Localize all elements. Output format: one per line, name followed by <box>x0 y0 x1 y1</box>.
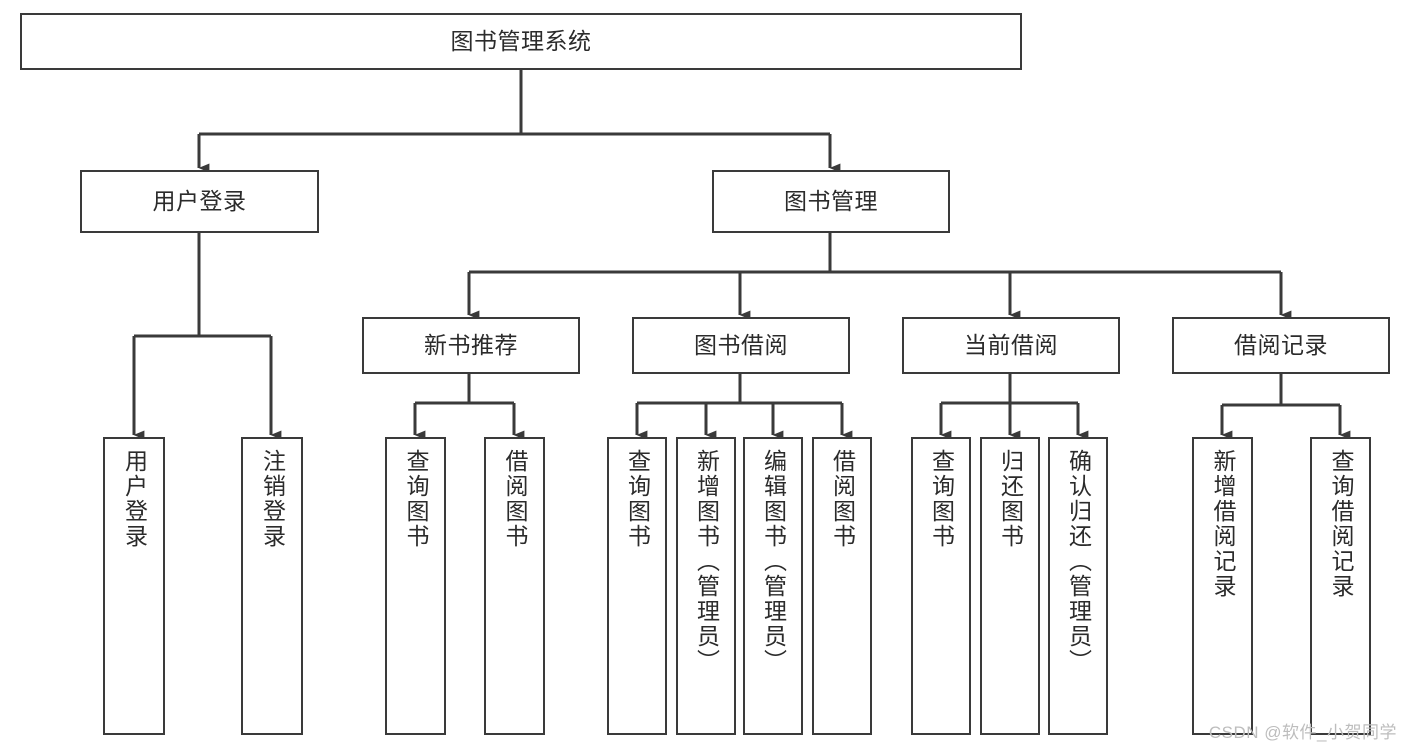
leaf-add-book-admin[interactable]: 新增图书（管理员） <box>676 437 736 735</box>
node-label: 借阅记录 <box>1234 331 1328 358</box>
node-borrowing-record[interactable]: 借阅记录 <box>1172 317 1390 374</box>
node-label: 查询图书 <box>403 449 429 549</box>
leaf-user-login[interactable]: 用户登录 <box>103 437 165 735</box>
node-label: 借阅图书 <box>829 449 856 549</box>
node-label: 新增图书（管理员） <box>693 449 720 674</box>
node-book-management[interactable]: 图书管理 <box>712 170 950 233</box>
node-label: 用户登录 <box>121 449 148 549</box>
leaf-borrow-book[interactable]: 借阅图书 <box>812 437 872 735</box>
leaf-return-book[interactable]: 归还图书 <box>980 437 1040 735</box>
node-label: 查询图书 <box>928 449 955 549</box>
node-label: 图书管理系统 <box>450 27 592 54</box>
leaf-add-borrow-record[interactable]: 新增借阅记录 <box>1192 437 1253 735</box>
node-current-borrowing[interactable]: 当前借阅 <box>902 317 1120 374</box>
node-root-book-management-system[interactable]: 图书管理系统 <box>20 13 1022 70</box>
node-label: 新书推荐 <box>424 331 518 358</box>
node-label: 借阅图书 <box>502 449 528 549</box>
node-label: 新增借阅记录 <box>1210 449 1236 599</box>
node-label: 归还图书 <box>997 449 1024 549</box>
leaf-query-book-recommend[interactable]: 查询图书 <box>385 437 446 735</box>
node-label: 当前借阅 <box>964 331 1058 358</box>
leaf-query-borrow-record[interactable]: 查询借阅记录 <box>1310 437 1371 735</box>
node-label: 注销登录 <box>259 449 286 549</box>
csdn-watermark: CSDN @软件_小贺同学 <box>1208 723 1397 742</box>
node-label: 图书管理 <box>784 187 878 214</box>
leaf-confirm-return-admin[interactable]: 确认归还（管理员） <box>1048 437 1108 735</box>
node-label: 编辑图书（管理员） <box>760 449 787 674</box>
node-label: 图书借阅 <box>694 331 788 358</box>
leaf-query-book-current[interactable]: 查询图书 <box>911 437 971 735</box>
leaf-logout[interactable]: 注销登录 <box>241 437 303 735</box>
leaf-borrow-book-recommend[interactable]: 借阅图书 <box>484 437 545 735</box>
leaf-query-book-borrow[interactable]: 查询图书 <box>607 437 667 735</box>
node-label: 确认归还（管理员） <box>1065 449 1092 674</box>
leaf-edit-book-admin[interactable]: 编辑图书（管理员） <box>743 437 803 735</box>
node-label: 查询借阅记录 <box>1328 449 1354 599</box>
node-label: 用户登录 <box>152 187 247 214</box>
node-user-login[interactable]: 用户登录 <box>80 170 319 233</box>
node-new-book-recommendation[interactable]: 新书推荐 <box>362 317 580 374</box>
node-book-borrowing[interactable]: 图书借阅 <box>632 317 850 374</box>
node-label: 查询图书 <box>624 449 651 549</box>
